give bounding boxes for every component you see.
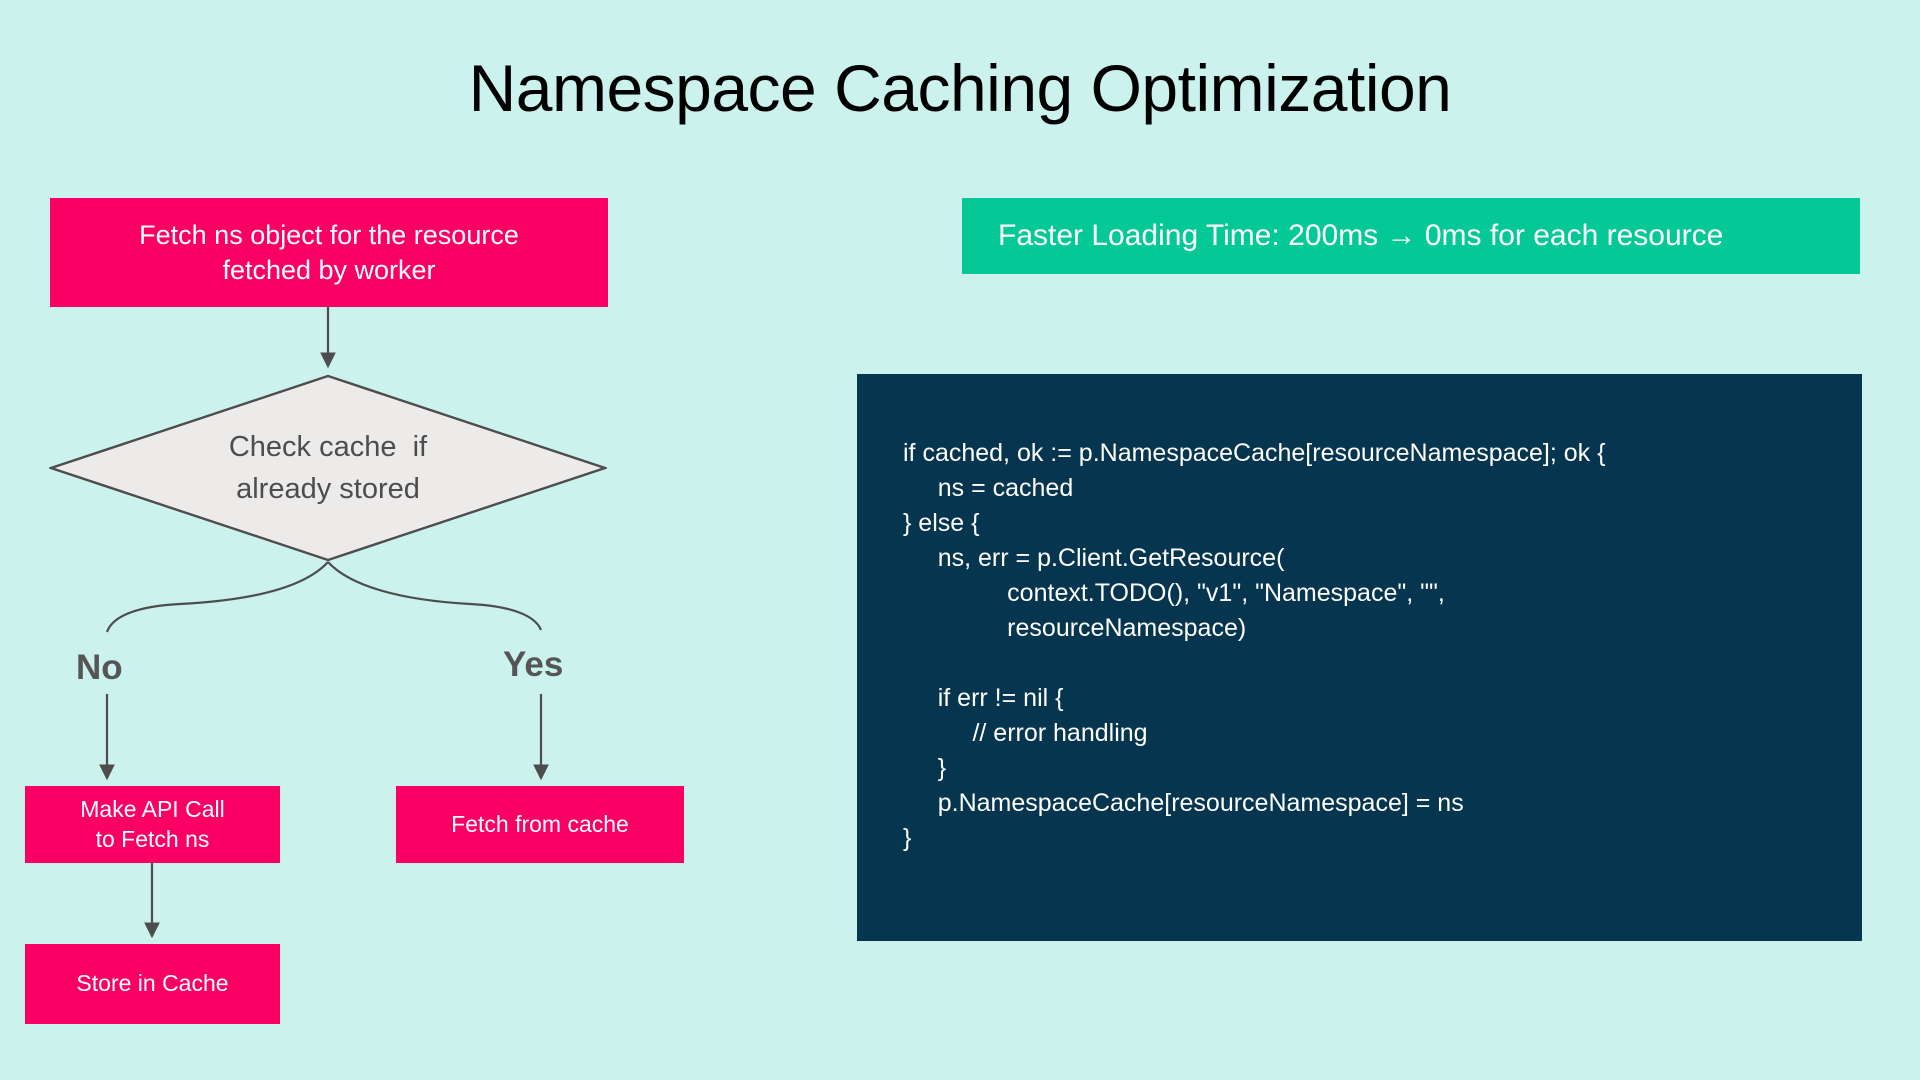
node-check-cache-label: Check cache if already stored: [49, 374, 607, 562]
node-check-cache-line1: Check cache if: [228, 430, 428, 463]
node-fetch-from-cache[interactable]: Fetch from cache: [396, 786, 684, 863]
node-store-in-cache-label: Store in Cache: [76, 970, 229, 997]
page-title: Namespace Caching Optimization: [468, 51, 1452, 125]
decision-diamond-shape: [49, 374, 607, 562]
node-fetch-ns-line2: fetched by worker: [222, 254, 436, 285]
node-make-api-call[interactable]: Make API Call to Fetch ns: [25, 786, 280, 863]
branch-label-no: No: [76, 648, 123, 687]
code-panel: if cached, ok := p.NamespaceCache[resour…: [857, 374, 1862, 941]
node-make-api-line2: to Fetch ns: [95, 825, 210, 852]
branch-label-yes: Yes: [503, 645, 564, 684]
connector-decision-yes-curve: [327, 561, 543, 631]
connector-decision-no-curve: [105, 561, 329, 633]
node-fetch-ns-object[interactable]: Fetch ns object for the resource fetched…: [50, 198, 608, 307]
node-fetch-ns-line1: Fetch ns object for the resource: [139, 219, 519, 250]
node-make-api-line1: Make API Call: [80, 796, 225, 823]
code-snippet: if cached, ok := p.NamespaceCache[resour…: [903, 439, 1606, 852]
node-check-cache-line2: already stored: [236, 473, 420, 505]
faster-loading-banner: Faster Loading Time: 200ms → 0ms for eac…: [962, 198, 1860, 274]
node-check-cache[interactable]: Check cache if already stored: [49, 374, 607, 562]
node-fetch-from-cache-label: Fetch from cache: [451, 810, 629, 837]
node-store-in-cache[interactable]: Store in Cache: [25, 944, 280, 1024]
faster-loading-banner-text: Faster Loading Time: 200ms → 0ms for eac…: [998, 219, 1724, 252]
